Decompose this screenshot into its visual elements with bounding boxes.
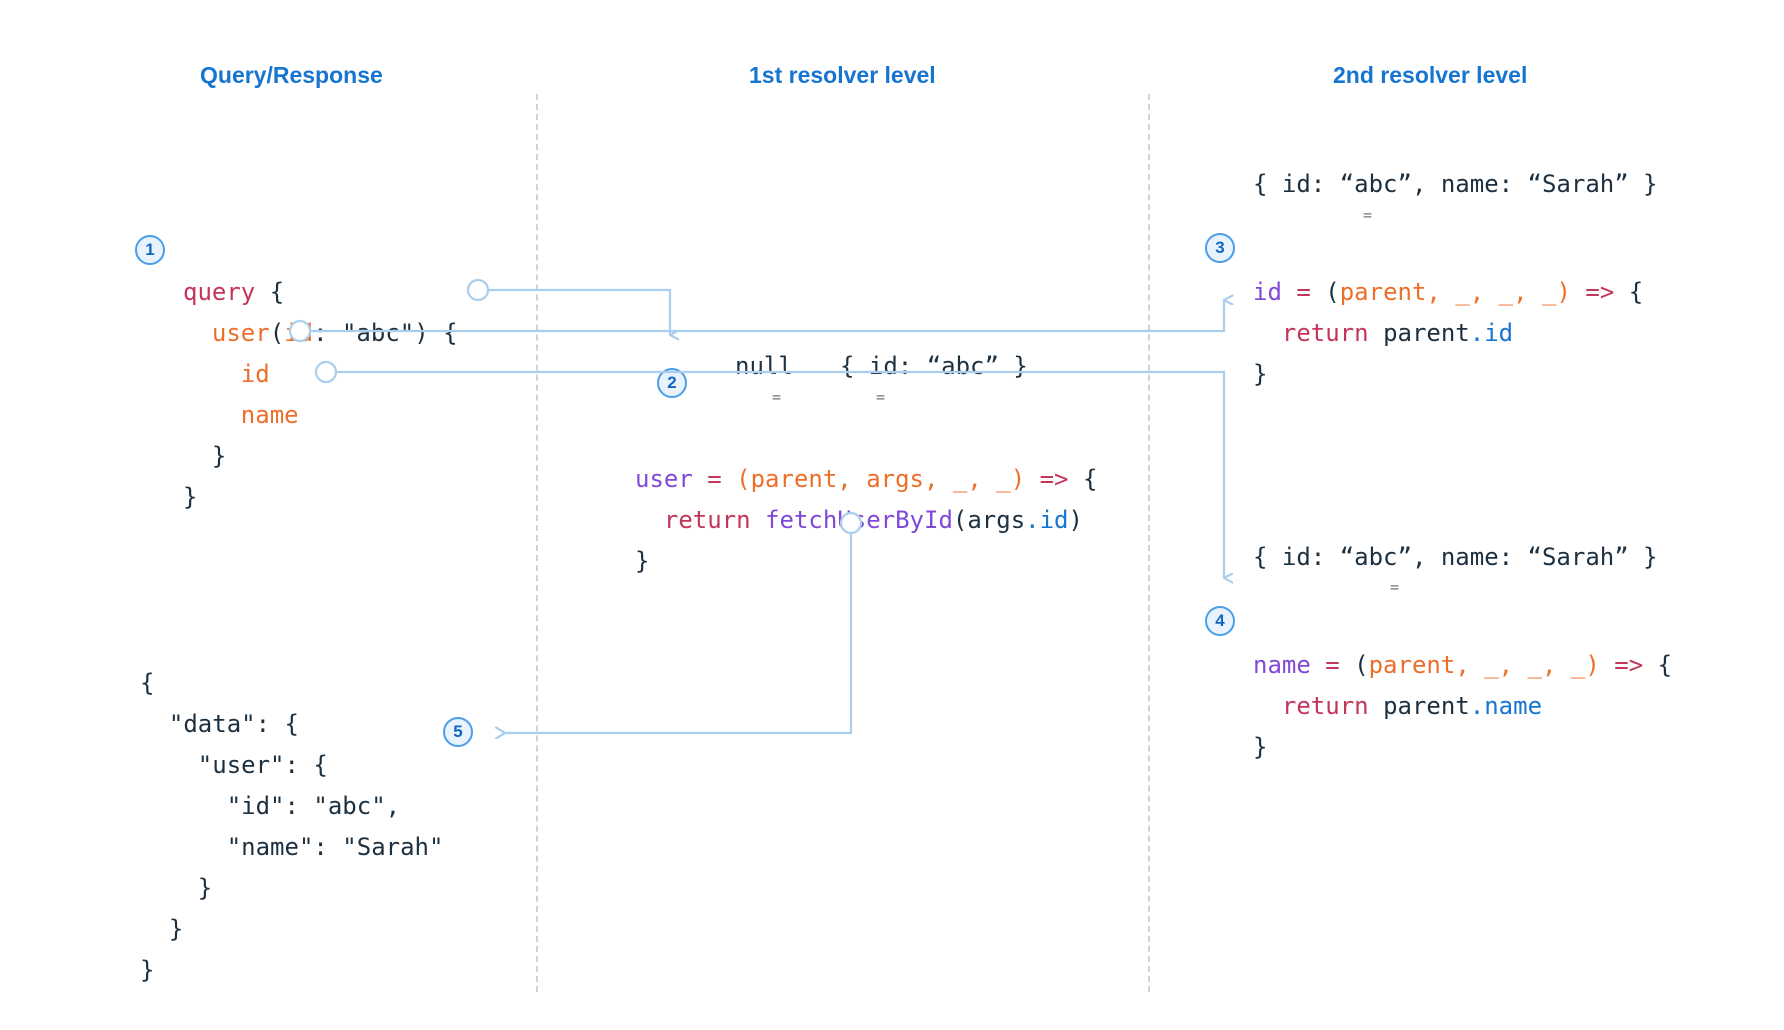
query-selection-name: name [240, 401, 299, 429]
id-resolver-return-object: parent [1383, 319, 1470, 347]
step-badge-1: 1 [135, 235, 165, 265]
name-resolver-body-open-brace: { [1657, 651, 1673, 679]
indent [1253, 692, 1282, 720]
column-title-second-resolver-level: 2nd resolver level [1333, 62, 1528, 88]
id-resolver-params-rest: , _, _, _) [1426, 278, 1571, 306]
indent [183, 442, 212, 470]
response-line-4: "id": "abc", [140, 792, 401, 820]
query-field-user: user [211, 319, 270, 347]
graphql-response-json-block: { "data": { "user": { "id": "abc", "name… [140, 622, 443, 991]
first-resolver-call-arg-prop: .id [1025, 506, 1069, 534]
id-resolver-param-parent: parent [1339, 278, 1427, 306]
connector-node-user [466, 278, 490, 302]
query-open-brace: { [255, 278, 285, 306]
response-line-7: } [140, 915, 184, 943]
id-resolver-body-open-brace: { [1628, 278, 1644, 306]
id-resolver-return-prop: .id [1469, 319, 1514, 347]
response-line-2: "data": { [140, 710, 299, 738]
id-resolver-return-keyword: return [1281, 319, 1384, 347]
first-resolver-name: user [635, 465, 693, 493]
first-resolver-arrow: => [1025, 465, 1083, 493]
name-resolver-parent-value: { id: “abc”, name: “Sarah” } [1253, 543, 1658, 571]
wire-user-to-first-resolver [488, 288, 670, 335]
name-resolver-close-brace: } [1253, 733, 1268, 761]
query-arg-value: "abc" [341, 319, 415, 347]
name-resolver-return-prop: .name [1469, 692, 1543, 720]
name-resolver-params-rest: , _, _, _) [1455, 651, 1600, 679]
id-resolver-code-block: id = (parent, _, _, _) => { return paren… [1253, 231, 1643, 395]
step-badge-2: 2 [657, 368, 687, 398]
response-line-3: "user": { [140, 751, 328, 779]
name-resolver-paren-open: ( [1354, 651, 1369, 679]
name-resolver-equals-mark: = [1390, 578, 1399, 596]
first-resolver-fetch-call: fetchUserById [765, 506, 953, 534]
response-line-6: } [140, 874, 213, 902]
query-paren-close: ) { [414, 319, 458, 347]
first-resolver-code-block: user = (parent, args, _, _) => { return … [635, 418, 1097, 582]
first-resolver-call-close: ) [1068, 506, 1083, 534]
first-resolver-body-open-brace: { [1082, 465, 1098, 493]
column-divider-right [1148, 94, 1150, 992]
response-line-8: } [140, 956, 155, 984]
indent [183, 360, 241, 388]
first-resolver-parent-equals-mark: = [772, 388, 781, 406]
first-resolver-call-args: (args [952, 506, 1026, 534]
indent [183, 319, 212, 347]
id-resolver-equals-mark: = [1363, 206, 1372, 224]
query-arg-id: id [284, 319, 314, 347]
id-resolver-assign: = [1281, 278, 1326, 306]
step-badge-3: 3 [1205, 233, 1235, 263]
first-resolver-args-equals-mark: = [876, 388, 885, 406]
query-close-brace-outer: } [183, 483, 198, 511]
name-resolver-return-keyword: return [1281, 692, 1384, 720]
step-badge-5: 5 [443, 717, 473, 747]
query-keyword: query [183, 278, 256, 306]
name-resolver-param-parent: parent [1368, 651, 1456, 679]
id-resolver-close-brace: } [1253, 360, 1268, 388]
id-resolver-name: id [1253, 278, 1282, 306]
query-paren-open: ( [269, 319, 285, 347]
query-selection-id: id [240, 360, 270, 388]
name-resolver-assign: = [1310, 651, 1355, 679]
column-title-query-response: Query/Response [200, 62, 383, 88]
name-resolver-name: name [1253, 651, 1311, 679]
id-resolver-paren-open: ( [1325, 278, 1340, 306]
query-close-brace-inner: } [211, 442, 227, 470]
name-resolver-return-object: parent [1383, 692, 1470, 720]
first-resolver-return-keyword: return [663, 506, 766, 534]
first-resolver-close-brace: } [635, 547, 650, 575]
name-resolver-arrow: => [1599, 651, 1658, 679]
first-resolver-args-value: { id: “abc” } [840, 352, 1028, 380]
first-resolver-parent-value: null [735, 352, 793, 380]
indent [1253, 319, 1282, 347]
query-arg-colon: : [313, 319, 342, 347]
first-resolver-assign: = [692, 465, 737, 493]
indent [635, 506, 664, 534]
response-line-1: { [140, 669, 155, 697]
column-title-first-resolver-level: 1st resolver level [749, 62, 936, 88]
column-divider-left [536, 94, 538, 992]
name-resolver-code-block: name = (parent, _, _, _) => { return par… [1253, 604, 1672, 768]
response-line-5: "name": "Sarah" [140, 833, 444, 861]
id-resolver-arrow: => [1570, 278, 1629, 306]
id-resolver-parent-value: { id: “abc”, name: “Sarah” } [1253, 170, 1658, 198]
graphql-query-block: query { user(id: "abc") { id name } } [183, 231, 458, 518]
first-resolver-params: (parent, args, _, _) [736, 465, 1026, 493]
step-badge-4: 4 [1205, 606, 1235, 636]
indent [183, 401, 241, 429]
